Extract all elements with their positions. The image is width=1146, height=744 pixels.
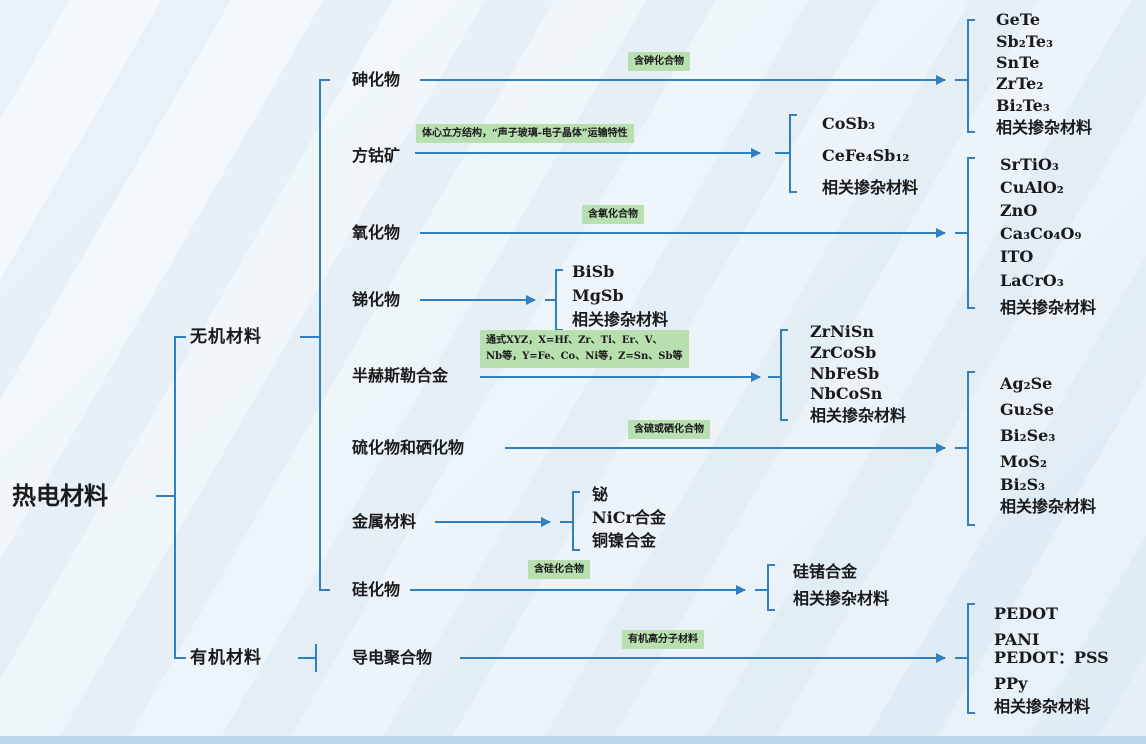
material-item: ZrCoSb <box>810 343 877 362</box>
bracket-antimonide <box>545 269 563 331</box>
note-conductive-polymer: 有机高分子材料 <box>622 630 704 649</box>
material-item: 铜镍合金 <box>592 531 657 550</box>
bracket-oxide <box>955 157 975 309</box>
category-conductive-polymer: 导电聚合物 <box>352 648 433 667</box>
material-item: Bi₂S₃ <box>1000 475 1046 494</box>
material-item: MgSb <box>572 286 624 305</box>
material-item: NbFeSb <box>810 364 880 383</box>
material-item: PEDOT：PSS <box>994 648 1109 667</box>
material-item: Bi₂Se₃ <box>1000 426 1056 445</box>
material-item: ZnO <box>1000 201 1038 220</box>
material-item: CeFe₄Sb₁₂ <box>822 146 910 165</box>
bracket-organic <box>955 603 975 714</box>
inorganic-label: 无机材料 <box>190 327 262 347</box>
category-silicide: 硅化物 <box>352 580 401 599</box>
note-sulfide-selenide: 含硫或硒化合物 <box>628 420 710 439</box>
category-sulfide-selenide: 硫化物和硒化物 <box>352 438 465 457</box>
material-item: GeTe <box>996 10 1041 29</box>
material-item: 相关掺杂材料 <box>822 178 919 197</box>
note-half-heusler-line: 通式XYZ，X=Hf、Zr、Ti、Er、V、 <box>486 335 663 346</box>
category-oxide: 氧化物 <box>352 223 401 242</box>
material-item: 相关掺杂材料 <box>1000 497 1097 516</box>
category-antimonide: 锑化物 <box>352 290 401 309</box>
material-item: ZrNiSn <box>810 322 874 341</box>
material-item: CoSb₃ <box>822 114 876 133</box>
material-item: 硅锗合金 <box>793 562 858 581</box>
material-item: 相关掺杂材料 <box>810 406 907 425</box>
note-skutterudite: 体心立方结构，“声子玻璃-电子晶体”运输特性 <box>416 124 634 143</box>
bracket-arsenide <box>955 19 975 133</box>
category-metal: 金属材料 <box>352 512 417 531</box>
bracket-silicide <box>755 564 775 611</box>
material-item: NiCr合金 <box>592 508 666 527</box>
material-item: BiSb <box>572 262 615 281</box>
material-item: MoS₂ <box>1000 452 1047 471</box>
material-item: ITO <box>1000 247 1034 266</box>
note-half-heusler-line: Nb等，Y=Fe、Co、Ni等，Z=Sn、Sb等 <box>486 351 683 362</box>
bracket-half-heusler <box>768 329 788 421</box>
root-bracket <box>174 336 186 659</box>
material-item: SnTe <box>996 53 1040 72</box>
inorganic-bracket <box>319 79 330 591</box>
bracket-skutterudite <box>775 114 797 193</box>
material-item: SrTiO₃ <box>1000 155 1059 174</box>
material-item: Ca₃Co₄O₉ <box>1000 224 1082 243</box>
material-item: CuAlO₂ <box>1000 178 1064 197</box>
category-half-heusler: 半赫斯勒合金 <box>352 366 449 385</box>
note-arsenide: 含砷化合物 <box>628 52 690 71</box>
organic-bracket <box>298 644 317 672</box>
material-item: NbCoSn <box>810 384 883 403</box>
note-half-heusler: 通式XYZ，X=Hf、Zr、Ti、Er、V、 Nb等，Y=Fe、Co、Ni等，Z… <box>480 330 689 368</box>
bracket-sulfide <box>955 371 975 526</box>
material-item: PPy <box>994 674 1028 693</box>
note-silicide: 含硅化合物 <box>528 560 590 579</box>
material-item: ZrTe₂ <box>996 74 1044 93</box>
organic-label: 有机材料 <box>190 648 262 668</box>
material-item: 铋 <box>592 485 609 504</box>
category-skutterudite: 方钴矿 <box>352 146 401 165</box>
material-item: Ag₂Se <box>1000 374 1053 393</box>
material-item: Gu₂Se <box>1000 400 1055 419</box>
bracket-metal <box>560 491 580 551</box>
material-item: 相关掺杂材料 <box>793 589 890 608</box>
material-item: 相关掺杂材料 <box>996 118 1093 137</box>
material-item: 相关掺杂材料 <box>572 310 669 329</box>
material-item: Bi₂Te₃ <box>996 96 1050 115</box>
category-arsenide: 砷化物 <box>352 70 401 89</box>
material-item: PEDOT <box>994 604 1058 623</box>
root-label: 热电材料 <box>12 481 108 510</box>
bottom-bar <box>0 736 1146 744</box>
material-item: 相关掺杂材料 <box>1000 298 1097 317</box>
material-item: Sb₂Te₃ <box>996 32 1054 51</box>
note-oxide: 含氧化合物 <box>582 205 644 224</box>
material-item: 相关掺杂材料 <box>994 697 1091 716</box>
material-item: PANI <box>994 630 1040 649</box>
material-item: LaCrO₃ <box>1000 271 1064 290</box>
